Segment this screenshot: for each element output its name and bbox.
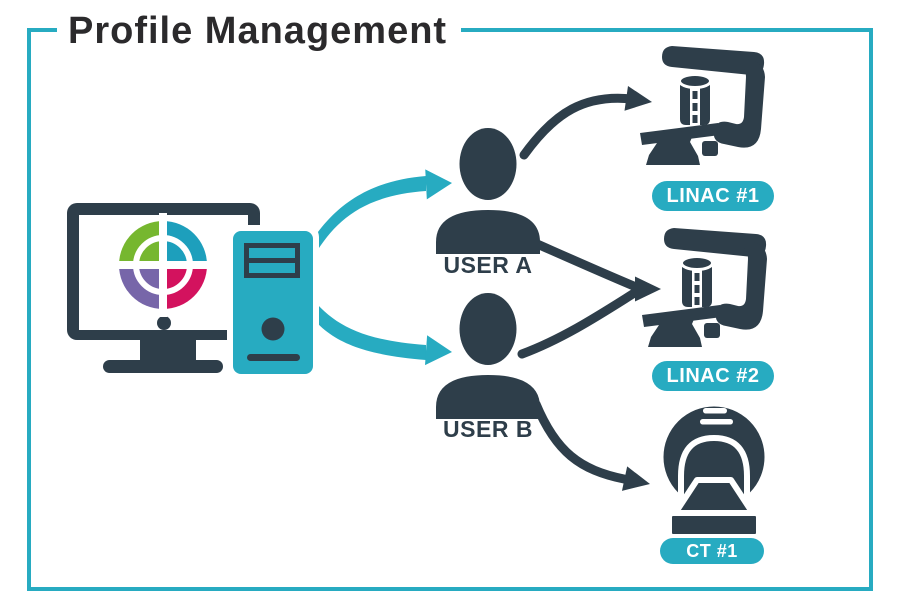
linac-2-label: LINAC #2 [652,361,774,391]
user-a-label: USER A [443,252,533,278]
tower-icon [227,225,319,380]
arrow-user-a-to-linac-1 [519,86,654,160]
linac-2-icon [640,226,769,349]
linac-1-label: LINAC #1 [652,181,774,211]
linac-1-icon [638,44,767,167]
user-b-label: USER B [443,416,533,442]
page-title: Profile Management [57,9,462,55]
ct-1-icon [660,403,768,537]
arrow-workstation-to-user-b [299,292,454,367]
target-logo-icon [111,213,215,317]
arrow-user-b-to-ct-1 [531,399,653,497]
arrow-user-b-to-linac-2 [517,276,661,359]
ct-1-label: CT #1 [660,538,764,564]
workstation-icon [67,203,319,380]
